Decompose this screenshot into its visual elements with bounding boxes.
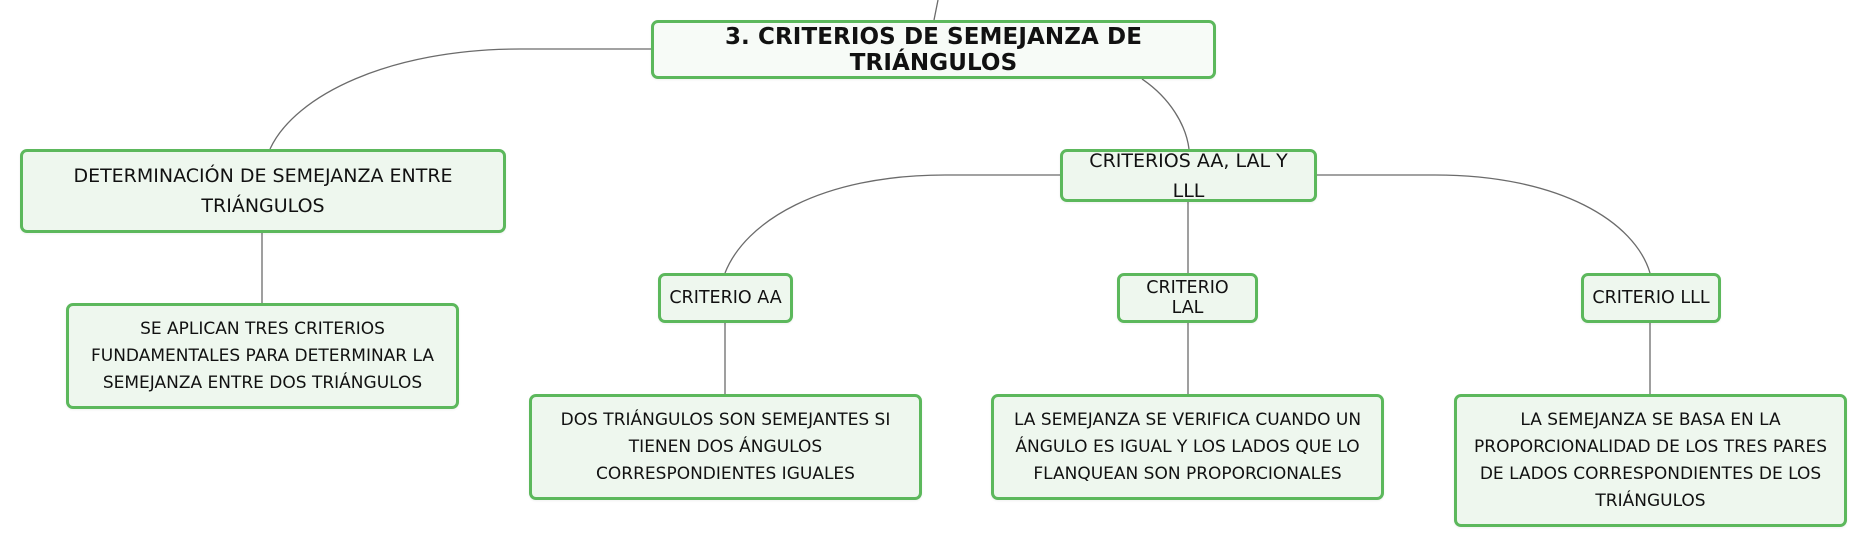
connector-parent-edge <box>933 0 939 21</box>
detail-criterio-lal[interactable]: LA SEMEJANZA SE VERIFICA CUANDO UN ÁNGUL… <box>991 394 1384 500</box>
subtopic-criterio-aa[interactable]: CRITERIO AA <box>658 273 793 323</box>
subtopic-criterio-lll[interactable]: CRITERIO LLL <box>1581 273 1721 323</box>
subtopic-label: CRITERIO LAL <box>1146 278 1229 318</box>
detail-criterio-aa[interactable]: DOS TRIÁNGULOS SON SEMEJANTES SI TIENEN … <box>529 394 922 500</box>
subtopic-label: SE APLICAN TRES CRITERIOS FUNDAMENTALES … <box>90 318 435 393</box>
connector-criterios-to-lll <box>1317 174 1651 274</box>
connector-criterios-to-aa <box>724 174 1060 274</box>
detail-criterio-lll[interactable]: LA SEMEJANZA SE BASA EN LA PROPORCIONALI… <box>1454 394 1847 527</box>
topic-criterios-aa-lal-lll[interactable]: CRITERIOS AA, LAL Y LLL <box>1060 149 1317 202</box>
root-topic-label: 3. CRITERIOS DE SEMEJANZA DE TRIÁNGULOS <box>724 23 1143 76</box>
connector-root-to-determinacion <box>269 48 651 150</box>
subtopic-tres-criterios[interactable]: SE APLICAN TRES CRITERIOS FUNDAMENTALES … <box>66 303 459 409</box>
connector-root-to-criterios <box>1141 78 1190 150</box>
detail-label: LA SEMEJANZA SE BASA EN LA PROPORCIONALI… <box>1474 409 1827 511</box>
subtopic-label: CRITERIO LLL <box>1592 288 1710 308</box>
subtopic-criterio-lal[interactable]: CRITERIO LAL <box>1117 273 1258 323</box>
detail-label: DOS TRIÁNGULOS SON SEMEJANTES SI TIENEN … <box>560 409 891 484</box>
root-topic[interactable]: 3. CRITERIOS DE SEMEJANZA DE TRIÁNGULOS <box>651 20 1216 79</box>
topic-determinacion-semejanza[interactable]: DETERMINACIÓN DE SEMEJANZA ENTRE TRIÁNGU… <box>20 149 506 233</box>
subtopic-label: CRITERIO AA <box>669 288 782 308</box>
topic-label: DETERMINACIÓN DE SEMEJANZA ENTRE TRIÁNGU… <box>73 165 453 217</box>
detail-label: LA SEMEJANZA SE VERIFICA CUANDO UN ÁNGUL… <box>1013 409 1362 484</box>
topic-label: CRITERIOS AA, LAL Y LLL <box>1089 149 1288 202</box>
